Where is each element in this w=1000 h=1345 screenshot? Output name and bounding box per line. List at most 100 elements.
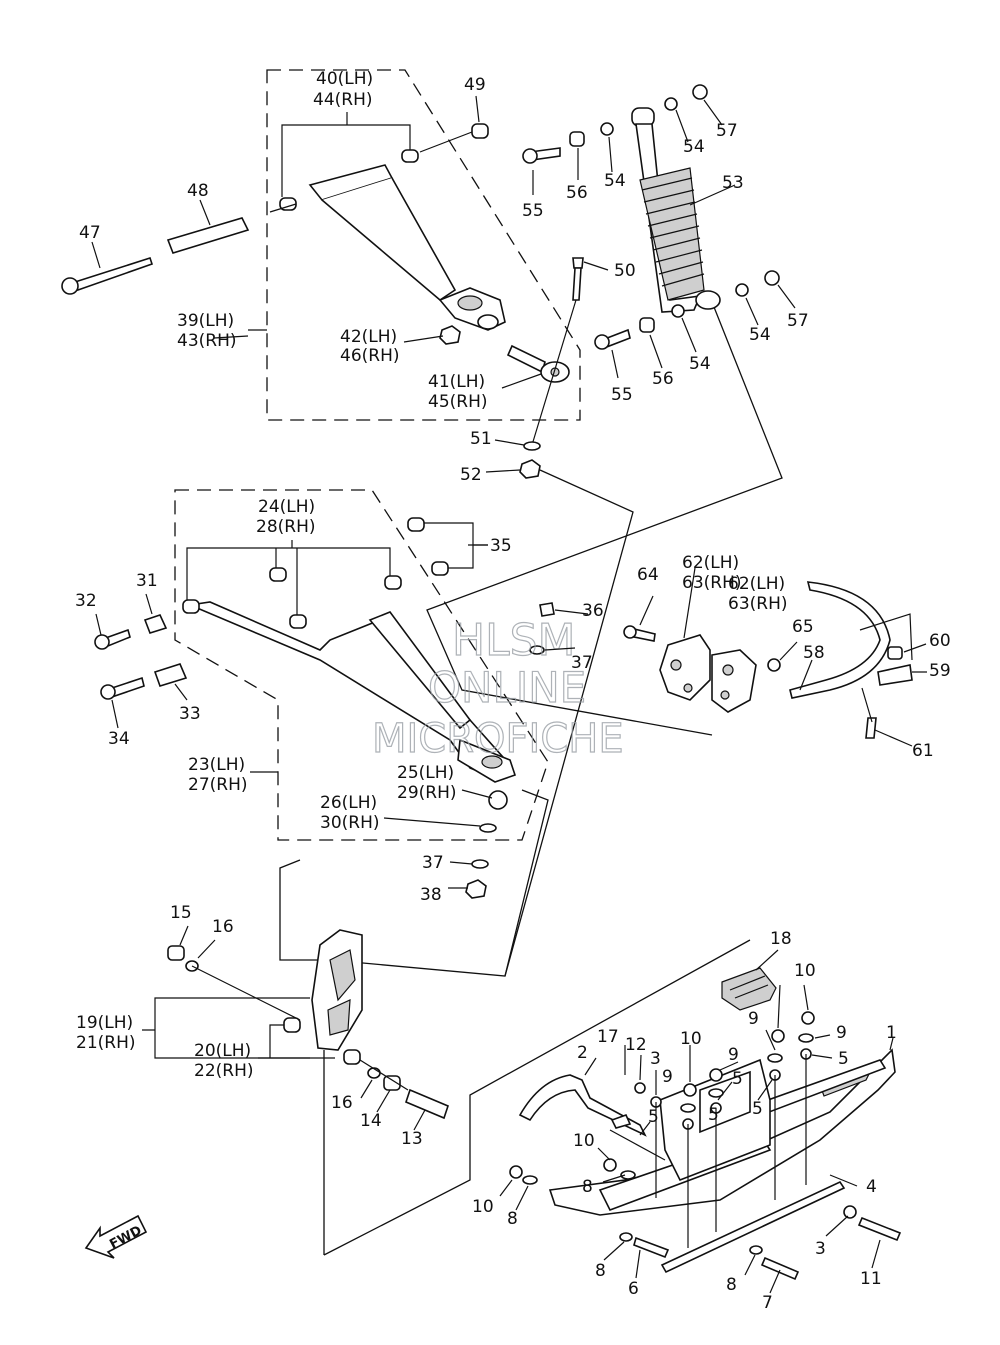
callout-2: 2 (577, 1043, 588, 1063)
lower-arm-bushings (182, 517, 449, 629)
callout-5d: 5 (752, 1099, 763, 1119)
bracket-group-lead (859, 613, 913, 723)
callout-13: 13 (401, 1129, 423, 1149)
callout-56a: 56 (566, 183, 588, 203)
washer-37 (471, 859, 489, 869)
callout-36: 36 (582, 601, 604, 621)
upper-arm-collar-49 (471, 123, 489, 139)
nut-60 (887, 646, 903, 660)
callout-39: 39(LH) (177, 311, 234, 331)
callout-1: 1 (886, 1023, 897, 1043)
callout-37a: 37 (571, 653, 593, 673)
callout-10d: 10 (472, 1197, 494, 1217)
watermark: HLSM ONLINE MICROFICHE (371, 614, 624, 762)
collar-14 (383, 1075, 401, 1091)
callout-8d: 8 (726, 1275, 737, 1295)
callout-64: 64 (637, 565, 659, 585)
lower-ball-to-knuckle-line (504, 789, 549, 977)
bushing-20b (343, 1049, 361, 1065)
callout-9d: 9 (662, 1067, 673, 1087)
callout-28: 28(RH) (256, 517, 316, 537)
callout-50: 50 (614, 261, 636, 281)
upper-pivot-bolt-47 (61, 256, 154, 295)
callout-24: 24(LH) (258, 497, 315, 517)
callout-25: 25(LH) (397, 763, 454, 783)
callout-21: 21(RH) (76, 1033, 136, 1053)
lower-a-arm (187, 601, 517, 783)
callout-10b: 10 (680, 1029, 702, 1049)
callout-9b: 9 (836, 1023, 847, 1043)
callout-63a: 63(RH) (682, 573, 742, 593)
lower-pivot-hardware (94, 614, 188, 700)
callout-5b: 5 (732, 1069, 743, 1089)
callout-53: 53 (722, 173, 744, 193)
upper-arm-bushing-40 (401, 149, 419, 163)
ski-small-hardware (509, 1011, 857, 1255)
shock-to-lower-arm-line (426, 301, 783, 736)
loop-handle-58 (789, 581, 891, 699)
callout-55b: 55 (611, 385, 633, 405)
callout-59: 59 (929, 661, 951, 681)
callout-56b: 56 (652, 369, 674, 389)
svg-text:ONLINE: ONLINE (428, 663, 586, 712)
callout-48: 48 (187, 181, 209, 201)
svg-text:HLSM: HLSM (452, 615, 576, 666)
callout-18: 18 (770, 929, 792, 949)
callout-8b: 8 (507, 1209, 518, 1229)
ski-spindle (311, 929, 363, 1051)
bolt-36 (529, 602, 555, 655)
callout-8a: 8 (582, 1177, 593, 1197)
callout-17: 17 (597, 1027, 619, 1047)
callout-58: 58 (803, 643, 825, 663)
callout-8c: 8 (595, 1261, 606, 1281)
callout-62a: 62(LH) (682, 553, 739, 573)
callout-45: 45(RH) (428, 392, 488, 412)
callout-10c: 10 (573, 1131, 595, 1151)
callout-9a: 9 (748, 1009, 759, 1029)
callout-23: 23(LH) (188, 755, 245, 775)
callout-9c: 9 (728, 1045, 739, 1065)
shock-hardware-bottom (594, 270, 780, 350)
upper-arm-collar-lead (269, 131, 473, 213)
callout-65: 65 (792, 617, 814, 637)
ski-bracket-62-63 (659, 634, 757, 713)
callout-54a: 54 (604, 171, 626, 191)
leader-lines (91, 95, 927, 1294)
callout-47: 47 (79, 223, 101, 243)
callout-14: 14 (360, 1111, 382, 1131)
bracket-62-63 (683, 567, 696, 639)
callout-41: 41(LH) (428, 372, 485, 392)
callout-30: 30(RH) (320, 813, 380, 833)
callout-7: 7 (762, 1293, 773, 1313)
callout-10a: 10 (794, 961, 816, 981)
callout-63b: 63(RH) (728, 594, 788, 614)
callout-16b: 16 (331, 1093, 353, 1113)
callout-54b: 54 (683, 137, 705, 157)
forward-arrow-icon: FWD (84, 1214, 148, 1259)
ski-vertical-leads (609, 1054, 807, 1248)
callout-49: 49 (464, 75, 486, 95)
bolt-64-head (623, 625, 637, 639)
nut-38 (465, 879, 487, 899)
callout-29: 29(RH) (397, 783, 457, 803)
callout-15: 15 (170, 903, 192, 923)
bolt-61 (865, 717, 877, 739)
bolt-50 (572, 257, 584, 301)
callout-42: 42(LH) (340, 327, 397, 347)
callout-12: 12 (625, 1035, 647, 1055)
callout-5c: 5 (648, 1107, 659, 1127)
callout-57a: 57 (716, 121, 738, 141)
knuckle-to-ski-line (323, 939, 751, 1256)
callout-33: 33 (179, 704, 201, 724)
ball-joint-25 (488, 790, 508, 810)
washer-26 (479, 823, 497, 833)
ball-joint-41 (506, 344, 570, 383)
callout-22: 22(RH) (194, 1061, 254, 1081)
bracket-24-28 (186, 540, 391, 620)
bracket-40-44 (281, 112, 411, 197)
callout-26: 26(LH) (320, 793, 377, 813)
callout-19: 19(LH) (76, 1013, 133, 1033)
upper-pivot-sleeve-48 (166, 217, 250, 254)
callout-62b: 62(LH) (728, 574, 785, 594)
